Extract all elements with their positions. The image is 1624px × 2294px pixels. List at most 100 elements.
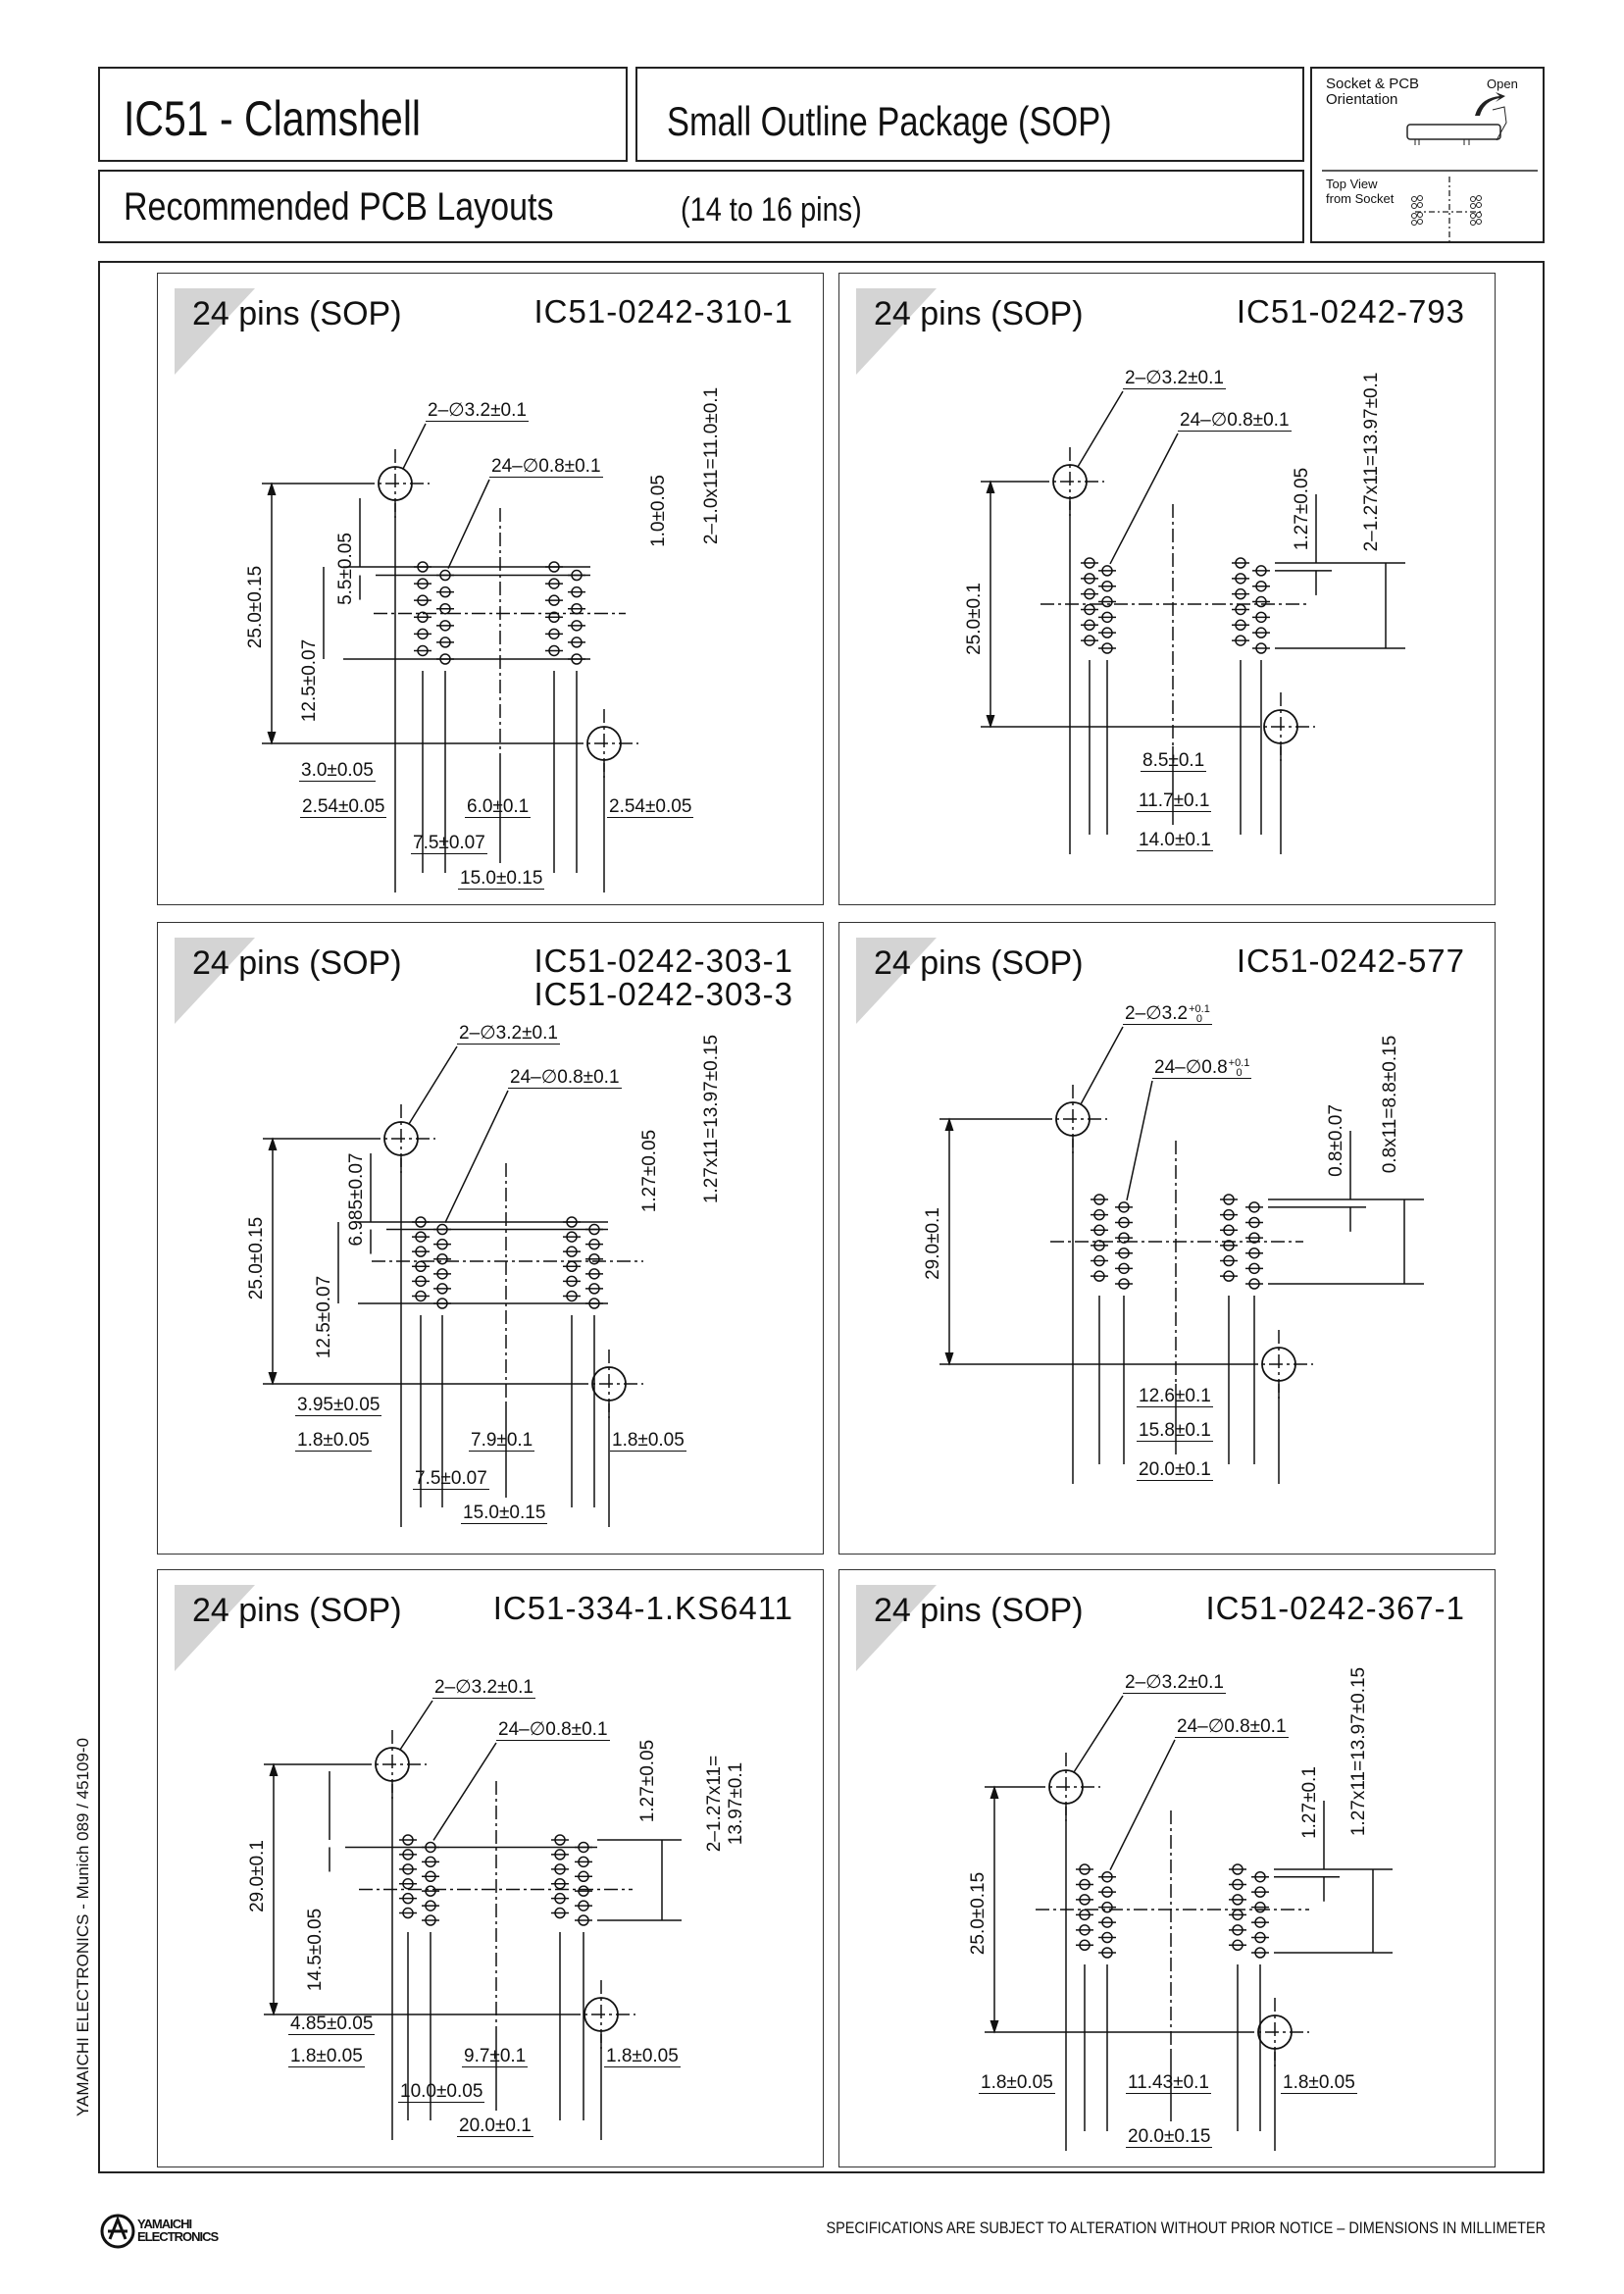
dimension-label: 1.0±0.05 (648, 475, 669, 547)
part-number-line: IC51-0242-303-1 (533, 943, 793, 979)
dimension-arrows (267, 482, 277, 745)
dimension-label: 2.54±0.05 (607, 797, 694, 818)
dimension-text: 2–∅3.2±0.1 (1125, 1672, 1224, 1693)
dimension-label: 15.0±0.15 (461, 1504, 548, 1524)
dimension-text: 10.0±0.05 (400, 2081, 483, 2102)
layouts-frame (98, 261, 1545, 2173)
dimension-label: 1.27±0.05 (639, 1130, 660, 1212)
leader-line (1109, 433, 1179, 565)
dimension-arrows (269, 1762, 279, 2016)
dimension-label: 1.8±0.05 (295, 1431, 372, 1452)
dimension-text: 12.5±0.07 (314, 1275, 334, 1359)
dimension-label: 12.5±0.07 (314, 1275, 334, 1359)
dimension-label: 12.6±0.1 (1137, 1387, 1213, 1407)
dimension-label: 2–∅3.2±0.1 (1123, 1673, 1226, 1694)
dimension-arrows (268, 1137, 278, 1386)
dimension-text: 14.0±0.1 (1139, 830, 1211, 850)
dimension-label: 20.0±0.1 (457, 2116, 533, 2137)
top-view-label: Top View from Socket (1326, 177, 1395, 206)
dimension-text: 24–∅0.8±0.1 (1180, 410, 1290, 431)
leader-line (399, 1700, 433, 1751)
tolerance-lower: 0 (1236, 1067, 1243, 1079)
dimension-arrows (944, 1117, 954, 1366)
pcb-layout-drawing (263, 1045, 643, 1527)
dimension-text: 1.27±0.05 (1292, 467, 1312, 551)
dimension-text: 7.5±0.07 (415, 1468, 487, 1489)
orientation-label: Socket & PCB Orientation (1326, 76, 1420, 108)
part-number: IC51-0242-793 (1237, 295, 1465, 329)
dimension-label: 5.5±0.05 (335, 533, 356, 605)
dimension-text: 2–1.0x11=11.0±0.1 (701, 386, 722, 545)
dimension-text: 6.0±0.1 (467, 796, 530, 817)
dimension-text: 25.0±0.15 (245, 565, 266, 649)
dimension-label: 0.8±0.07 (1326, 1104, 1346, 1177)
leader-line (1109, 1739, 1176, 1871)
dimension-label: 1.8±0.05 (604, 2047, 681, 2067)
dimension-label: 2–∅3.2±0.1 (426, 401, 529, 422)
part-number: IC51-0242-367-1 (1206, 1592, 1466, 1625)
dimension-text: 1.8±0.05 (1283, 2072, 1355, 2093)
dimension-text: 2–∅3.2±0.1 (428, 400, 527, 421)
dimension-text: 9.7±0.1 (464, 2046, 527, 2066)
dimension-text: 1.8±0.05 (290, 2046, 363, 2066)
part-number-line: IC51-0242-793 (1236, 293, 1465, 330)
dimension-label: 10.0±0.05 (398, 2081, 485, 2103)
corner-triangle (175, 1585, 255, 1671)
dimension-label: 9.7±0.1 (462, 2046, 529, 2067)
dimension-text: 0.8±0.07 (1326, 1104, 1346, 1177)
dimension-text: 1.8±0.05 (612, 1430, 685, 1451)
dimension-text: 1.8±0.05 (606, 2046, 679, 2066)
dimension-label: 7.5±0.07 (413, 1469, 489, 1490)
dimension-label: 8.5±0.1 (1141, 751, 1207, 772)
subtitle-box: Recommended PCB Layouts (14 to 16 pins) (98, 170, 1304, 243)
part-number-line: IC51-0242-303-3 (533, 976, 793, 1012)
dimension-label: 2.54±0.05 (300, 797, 387, 818)
dimension-label: 2–∅3.2±0.1 (1123, 369, 1226, 389)
dimension-text: 29.0±0.1 (923, 1207, 943, 1280)
leader-line (1080, 1026, 1124, 1105)
dimension-label: 24–∅0.8±0.1 (508, 1068, 622, 1089)
tolerance-upper: +0.1 (1228, 1057, 1250, 1069)
page-title: IC51 - Clamshell (124, 91, 422, 146)
leader-line (1077, 390, 1124, 468)
dimension-text: 12.5±0.07 (299, 638, 320, 723)
layout-panel: 24 pins (SOP) IC51-0242-793 2–∅3.2±0.1 24–∅… (838, 273, 1496, 905)
dimension-text: 2–∅3.2±0.1 (459, 1023, 558, 1044)
dimension-text: 11.7±0.1 (1139, 790, 1210, 811)
leader-line (1126, 1080, 1153, 1200)
panel-title: 24 pins (SOP) (874, 295, 1084, 332)
dimension-text: 24–∅0.8±0.1 (491, 456, 601, 477)
dimension-text: 24–∅0.8 (1154, 1057, 1228, 1078)
dimension-arrows (986, 480, 995, 729)
dimension-label: 15.0±0.15 (458, 869, 545, 890)
dimension-label: 1.27±0.05 (637, 1739, 658, 1823)
dimension-label: 14.0±0.1 (1137, 831, 1213, 851)
dimension-text: 2–∅3.2 (1125, 1003, 1189, 1024)
leader-line (447, 479, 490, 569)
pcb-layout-drawing (985, 1695, 1393, 2151)
part-number: IC51-334-1.KS6411 (493, 1592, 793, 1625)
part-number-line: IC51-334-1.KS6411 (492, 1590, 793, 1626)
dimension-text: 1.27±0.05 (637, 1739, 658, 1823)
dimension-label: 15.8±0.1 (1137, 1421, 1213, 1442)
dimension-text: 1.0±0.05 (648, 475, 669, 547)
tolerance-lower: 0 (1195, 1013, 1203, 1025)
dimension-label: 3.0±0.05 (299, 761, 376, 782)
dimension-label: 29.0±0.1 (923, 1207, 943, 1280)
dimension-label: 24–∅0.8±0.1 (496, 1720, 610, 1741)
dimension-label: 14.5±0.05 (305, 1909, 326, 1991)
dimension-label: 11.43±0.1 (1126, 2073, 1211, 2094)
corner-triangle (856, 1585, 937, 1671)
dimension-label: 2–∅3.2±0.1 (457, 1024, 560, 1045)
pcb-layout-drawing (939, 1026, 1424, 1484)
dimension-label: 29.0±0.1 (247, 1840, 268, 1912)
dimension-text: 1.8±0.05 (297, 1430, 370, 1451)
dimension-text: 25.0±0.15 (246, 1216, 267, 1300)
